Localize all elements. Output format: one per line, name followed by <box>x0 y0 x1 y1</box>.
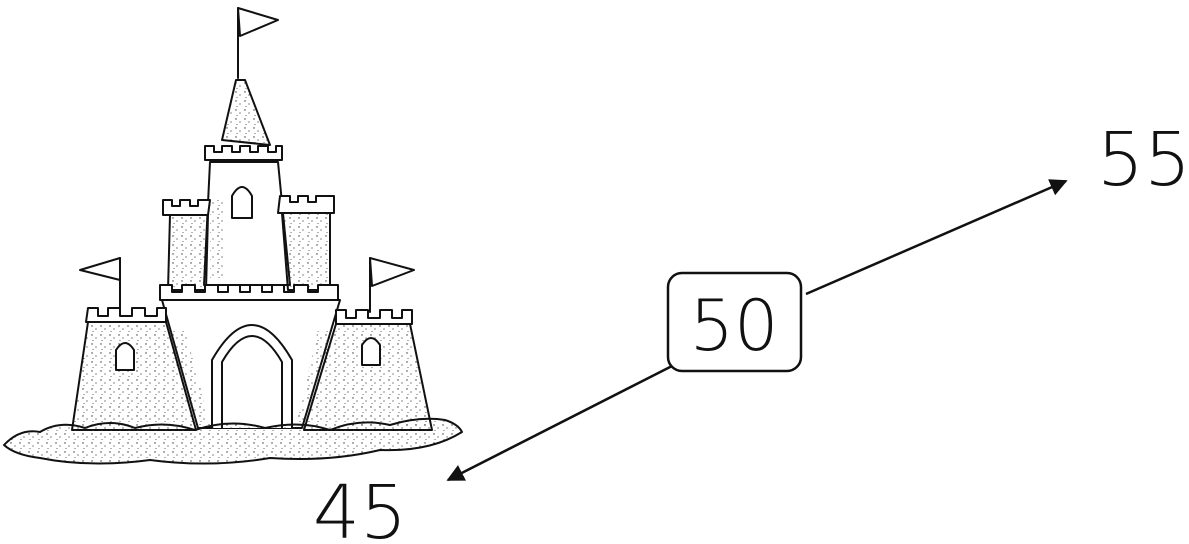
center-number-box: 50 <box>666 271 803 373</box>
lower-number: 45 <box>313 470 407 544</box>
arrow-to-lower <box>446 364 673 482</box>
upper-number: 55 <box>1097 117 1189 203</box>
sandcastle-icon <box>3 7 463 465</box>
arrow-to-upper <box>805 179 1068 296</box>
center-number: 50 <box>689 285 778 367</box>
